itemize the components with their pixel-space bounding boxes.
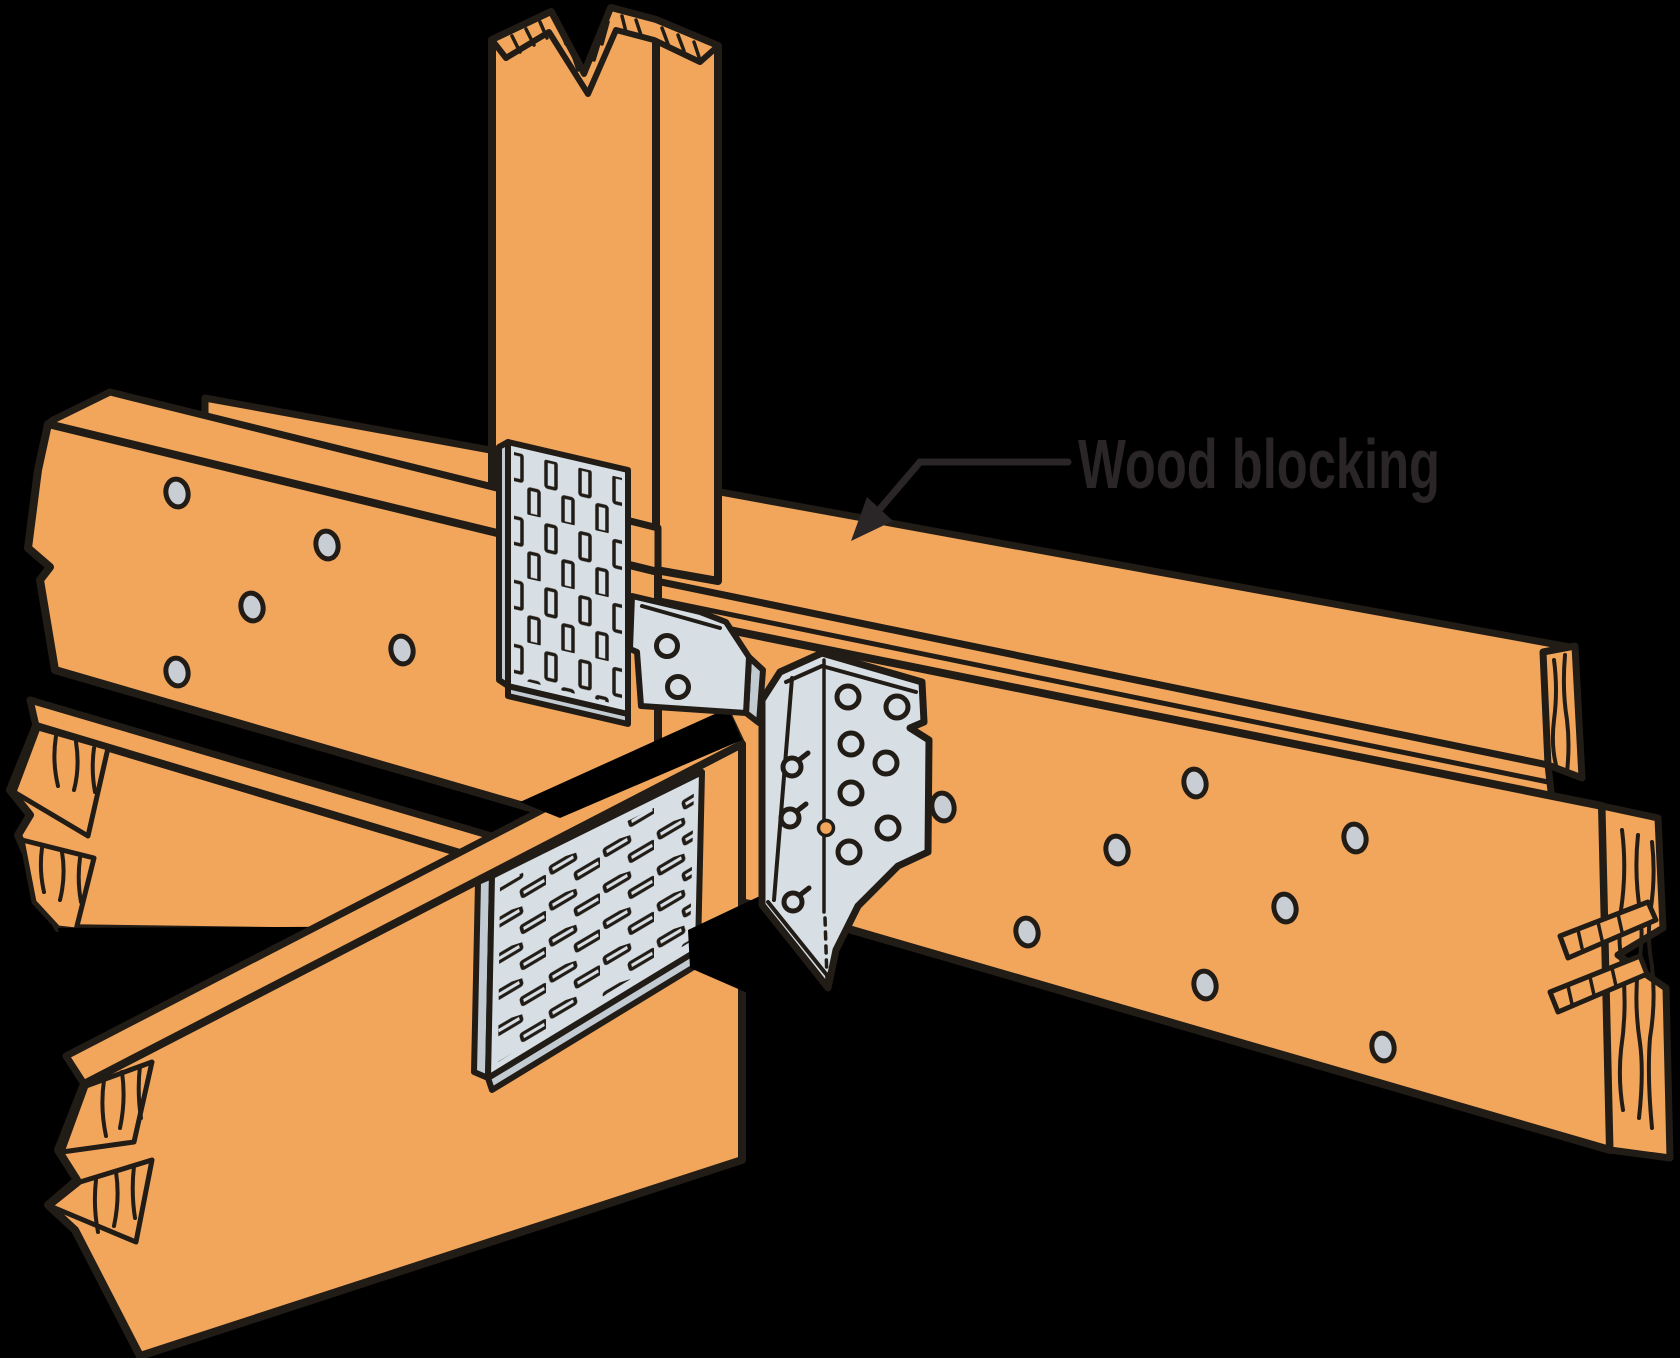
grain-line [1561,653,1571,774]
nail-heads [929,766,1397,1064]
hanger-hole [837,779,865,807]
keyhole-slot [781,890,805,914]
grain-line [92,1164,137,1234]
face-mount-joist-hanger [688,649,933,1015]
hanger-hole [883,693,911,721]
nail-head [1013,915,1041,949]
hanger-hem-line [784,664,918,694]
plate-teeth-pattern [498,788,694,1062]
splinter-grain [1566,912,1624,1006]
hanger-wood-dot [816,818,836,838]
nail-head [1341,821,1369,855]
diagonal-joist-end-grain [59,1059,155,1155]
joist-shadow-band [520,708,742,818]
keyhole-slot [778,806,802,830]
hanger-seam-dashed [823,916,829,982]
nail-head [313,528,341,562]
keyhole-tail [794,801,809,814]
leader-line [875,458,1072,514]
wood-blocking-label: Wood blocking [1078,425,1440,503]
nail-head [163,655,191,689]
nail-head [1369,1030,1397,1064]
nail-head [1271,891,1299,925]
post-side-face [652,16,722,585]
hanger-bend-line [772,676,794,902]
post-top-grain [510,14,701,72]
hanger-hole [874,814,902,842]
bracket-front [627,593,752,716]
keyhole-tail [796,750,811,763]
hanger-hole [835,838,863,866]
punched-nail-plate-vertical [496,439,631,727]
header-splinter [1547,953,1650,1015]
hanger-seat-line [766,900,828,976]
nail-head [388,633,416,667]
plate-teeth-pattern [514,452,622,706]
grain-line [38,846,83,904]
bracket-hole [665,674,691,700]
annotation-wood-blocking: Wood blocking [851,425,1440,541]
nail-head [1103,833,1131,867]
hanger-nail-holes [834,683,911,866]
nail-heads [163,476,416,689]
nail-head [1191,968,1219,1002]
punched-nail-plate-slanted [471,769,705,1093]
bracket-hole [654,633,680,659]
grain-line [52,734,97,794]
diagonal-joist-end-grain [47,1157,155,1245]
hanger-shadow [688,895,828,1015]
grain-line [1550,658,1558,767]
grain-line [1646,840,1656,1130]
nail-head [163,476,191,510]
hanger-hole [837,730,865,758]
hanger-keyhole-slots [778,750,812,914]
keyhole-tail [797,885,812,898]
blocking-edge-line [637,593,1551,785]
grain-line [100,1064,143,1138]
hanger-hole [872,749,900,777]
nail-head [238,590,266,624]
arrowhead-icon [851,497,893,541]
bracket-bend-line [640,604,722,630]
nail-head [1181,766,1209,800]
middle-joist-end-grain [11,725,111,839]
hanger-hole [834,683,862,711]
nail-head [929,790,957,824]
keyhole-slot [780,755,804,779]
vertical-post [488,4,722,585]
